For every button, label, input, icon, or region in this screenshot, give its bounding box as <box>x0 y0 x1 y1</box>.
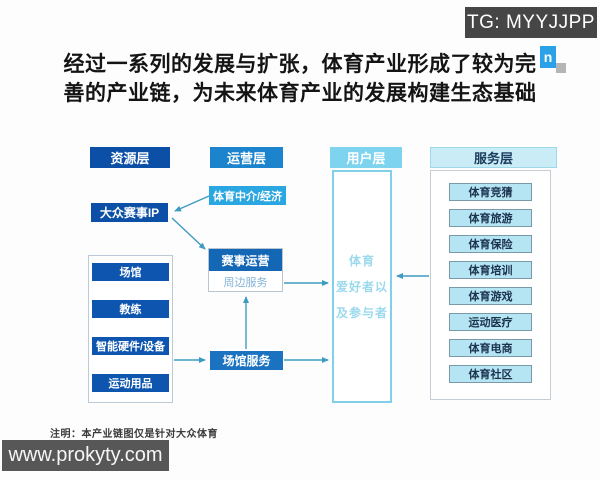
node-peripheral-service: 周边服务 <box>223 277 268 289</box>
node-sports-betting: 体育竞猜 <box>449 183 532 201</box>
node-venue: 场馆 <box>92 263 169 281</box>
node-sports-agency: 体育中介/经济 <box>209 186 286 205</box>
node-sports-tourism: 体育旅游 <box>449 209 532 227</box>
node-sports-games: 体育游戏 <box>449 287 532 305</box>
node-event-operation-group: 赛事运营 周边服务 <box>208 248 283 292</box>
page-title: 经过一系列的发展与扩张，体育产业形成了较为完 善的产业链，为未来体育产业的发展构… <box>0 50 600 108</box>
title-line-1: 经过一系列的发展与扩张，体育产业形成了较为完 <box>63 53 537 76</box>
node-sports-insurance: 体育保险 <box>449 235 532 253</box>
node-sports-ecommerce: 体育电商 <box>449 339 532 357</box>
n-logo-shadow <box>556 63 566 73</box>
node-sports-training: 体育培训 <box>449 261 532 279</box>
node-sporting-goods: 运动用品 <box>92 374 169 392</box>
header-operation-layer: 运营层 <box>210 147 283 168</box>
node-mass-event-ip: 大众赛事IP <box>91 203 168 222</box>
footnote: 注明：本产业链图仅是针对大众体育 <box>50 429 218 440</box>
resource-group-container: 场馆 教练 智能硬件/设备 运动用品 <box>88 255 173 403</box>
node-user-participants: 体育 爱好者以 及参与者 <box>335 253 388 320</box>
header-resource-layer: 资源层 <box>90 147 170 168</box>
service-group-container: 体育竞猜 体育旅游 体育保险 体育培训 体育游戏 运动医疗 体育电商 体育社区 <box>430 170 551 400</box>
title-line-2: 善的产业链，为未来体育产业的发展构建生态基础 <box>63 82 537 105</box>
node-sports-medicine: 运动医疗 <box>449 313 532 331</box>
node-venue-service: 场馆服务 <box>210 351 283 370</box>
telegram-badge: TG: MYYJJPP <box>465 7 597 38</box>
header-user-layer: 用户层 <box>330 147 402 168</box>
node-event-operation: 赛事运营 <box>209 249 282 271</box>
header-service-layer: 服务层 <box>430 147 557 168</box>
node-user-participants-container: 体育 爱好者以 及参与者 <box>332 170 392 403</box>
node-sports-community: 体育社区 <box>449 365 532 383</box>
node-coach: 教练 <box>92 300 169 318</box>
watermark-url: www.prokyty.com <box>2 440 169 471</box>
n-logo-icon: n <box>540 46 556 68</box>
node-smart-hardware: 智能硬件/设备 <box>92 337 169 355</box>
